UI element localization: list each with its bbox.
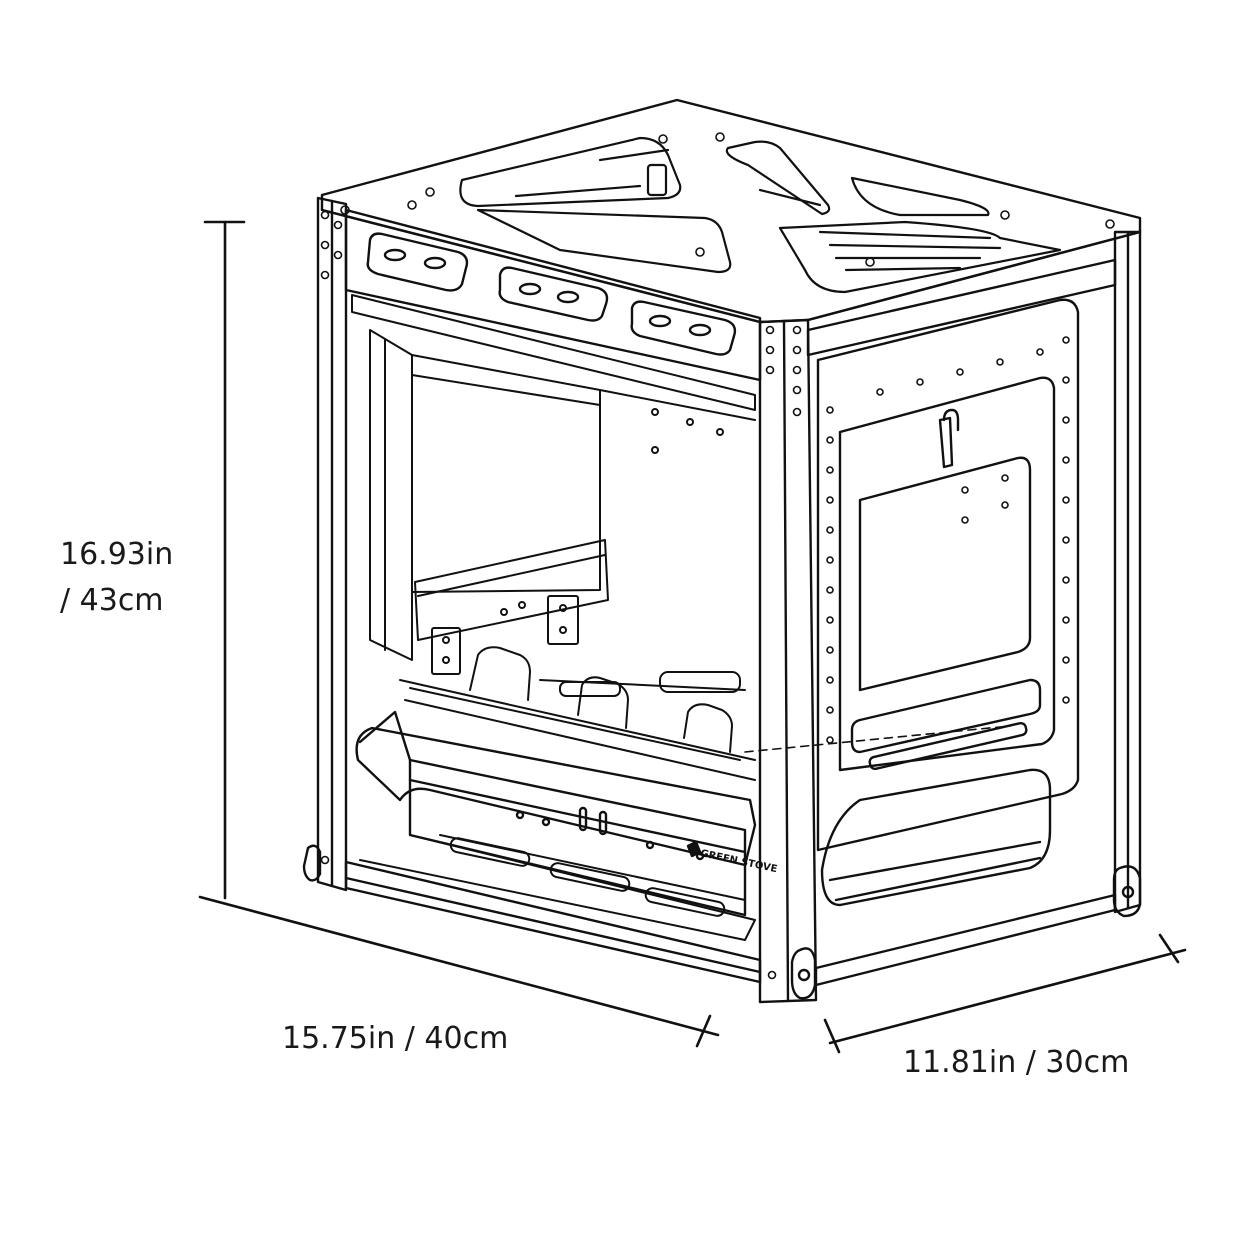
- height-dimension-label: 16.93in / 43cm: [60, 532, 173, 624]
- front-foot-latch: [790, 947, 817, 1000]
- right-side-panel: [816, 298, 1080, 907]
- right-side-holes: [826, 336, 1070, 744]
- height-dimension-line: [203, 220, 246, 900]
- top-plate: [320, 98, 1142, 324]
- left-foot-latch: [302, 844, 322, 882]
- brand-logo-text: GREEN STOVE: [699, 848, 778, 875]
- depth-dimension-line: [823, 933, 1187, 1054]
- bottom-tray: [359, 834, 756, 941]
- depth-dimension-label: 11.81in / 30cm: [903, 1045, 1130, 1080]
- rear-foot-latch: [1112, 865, 1142, 918]
- height-dimension-cm: / 43cm: [60, 583, 164, 618]
- width-dimension-line: [198, 895, 720, 1048]
- front-rail-slots: [366, 232, 737, 356]
- section-leader-line: [744, 725, 1011, 753]
- top-cutouts: [459, 136, 1062, 294]
- front-frame: [316, 196, 818, 1004]
- ash-drawer: [355, 710, 757, 917]
- height-dimension-inches: 16.93in: [60, 537, 174, 572]
- width-dimension-label: 15.75in / 40cm: [282, 1021, 509, 1056]
- front-post-holes: [320, 210, 802, 980]
- interior-structure: [351, 294, 756, 781]
